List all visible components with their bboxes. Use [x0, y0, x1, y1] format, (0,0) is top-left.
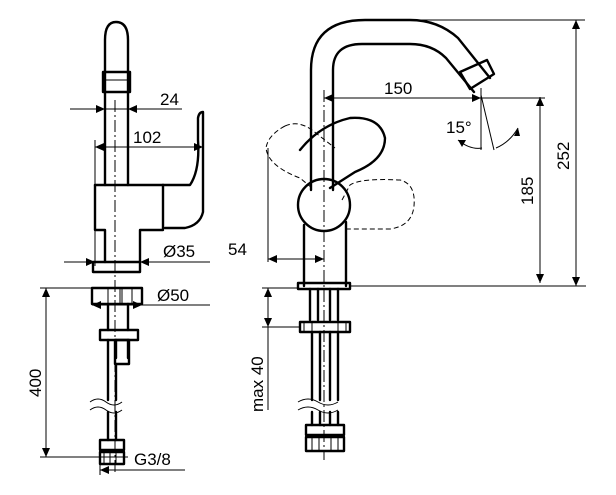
dim-24-label: 24: [160, 90, 179, 109]
dim-102-label: 102: [133, 128, 161, 147]
dim-max40-label: max 40: [248, 356, 267, 412]
dim-252-label: 252: [554, 142, 573, 170]
front-view-dimensions: 150 15° 185 252 54 max 40: [228, 19, 586, 412]
dim-400-label: 400: [26, 369, 45, 397]
dim-d50-label: Ø50: [157, 286, 189, 305]
dim-angle-label: 15°: [446, 118, 472, 137]
dim-185-label: 185: [518, 177, 537, 205]
dim-150-label: 150: [384, 79, 412, 98]
dim-54-label: 54: [228, 240, 247, 259]
front-view: [265, 18, 496, 460]
side-view: [89, 20, 205, 475]
dim-d35-label: Ø35: [163, 242, 195, 261]
side-view-dimensions: 24 102 Ø35 Ø50 400 G3/8: [26, 90, 210, 475]
dim-g38-label: G3/8: [134, 450, 171, 469]
